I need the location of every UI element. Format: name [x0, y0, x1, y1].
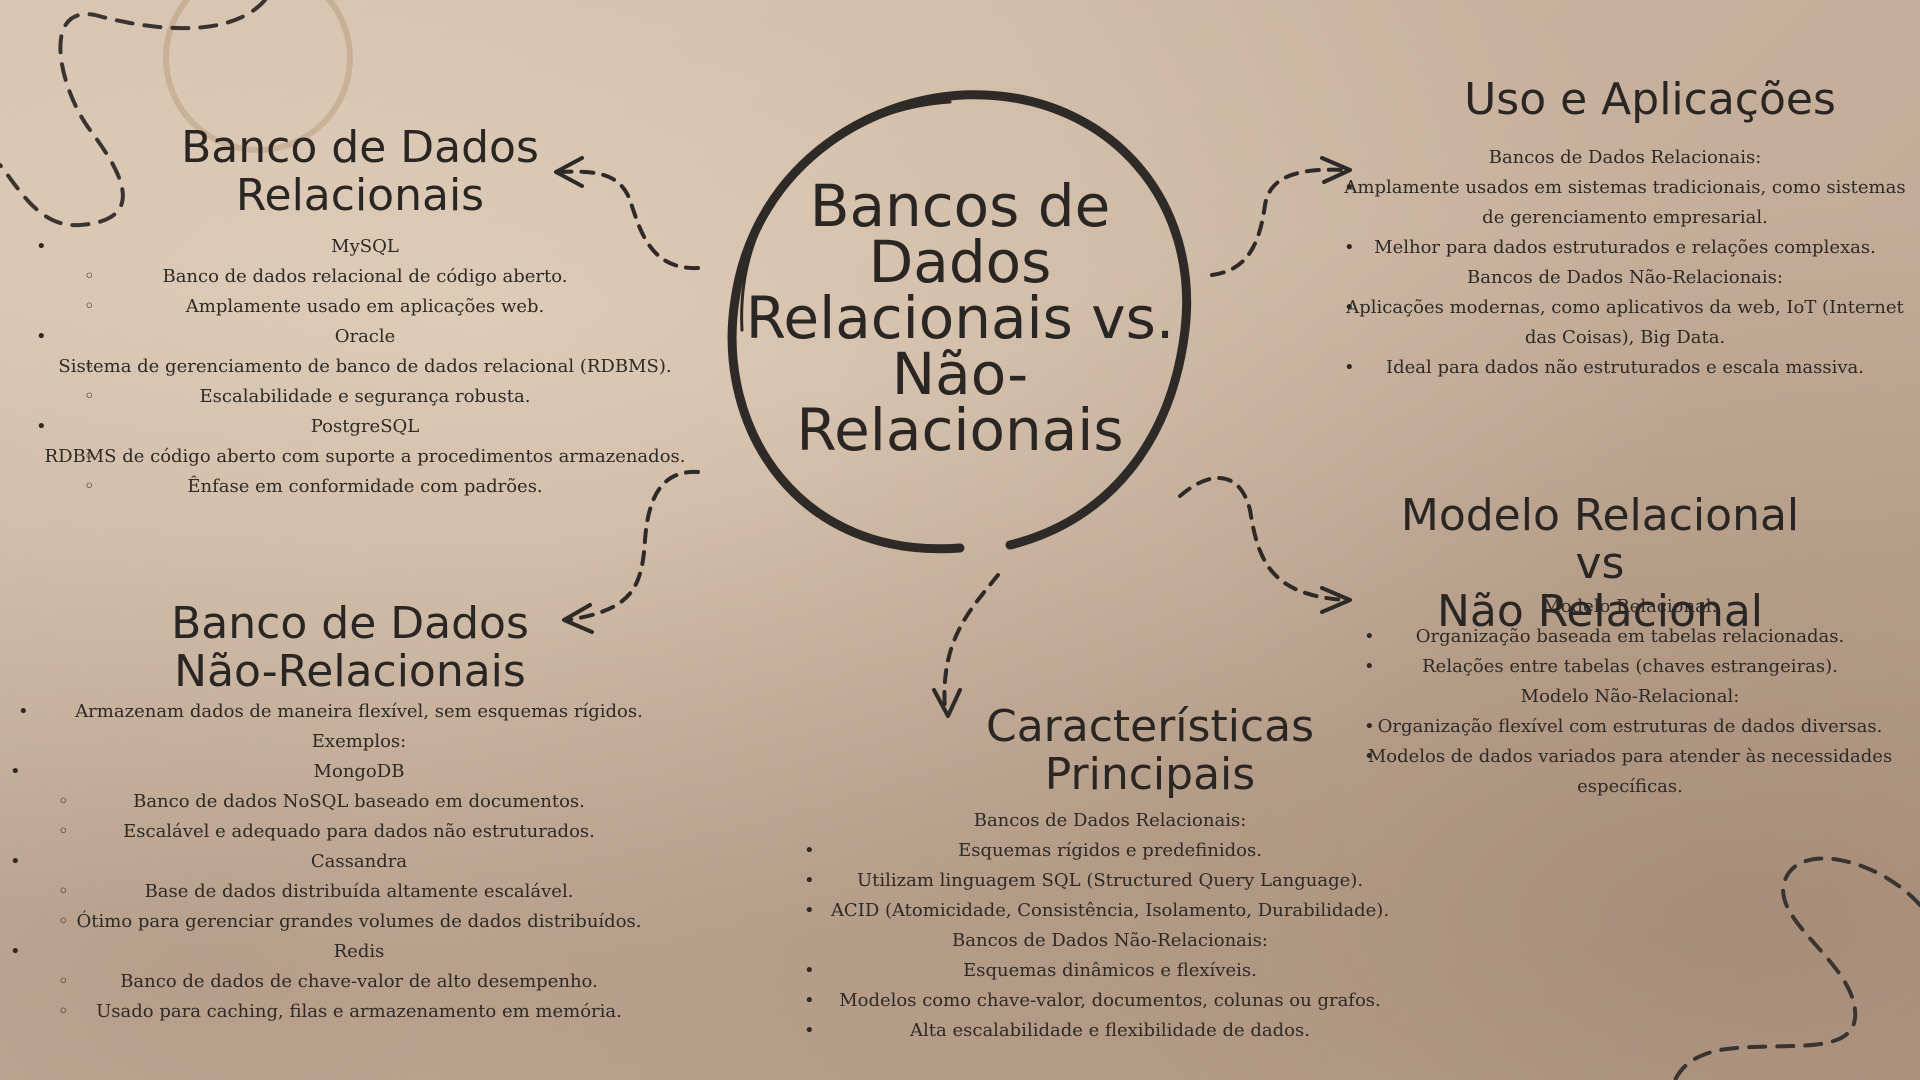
list-item: Banco de dados relacional de código aber…: [40, 262, 690, 292]
list-item: Esquemas rígidos e predefinidos.: [800, 836, 1420, 866]
center-circle-ring: [727, 90, 1191, 554]
uses-list: Bancos de Dados Relacionais: Amplamente u…: [1340, 143, 1910, 383]
relational-list: MySQLBanco de dados relacional de código…: [36, 232, 690, 502]
list-item: Redis: [10, 937, 704, 967]
arrow-to-uses: [1210, 167, 1347, 277]
nonrelational-section: Armazenam dados de maneira flexível, sem…: [10, 697, 704, 1027]
coffee-stain: [163, 0, 353, 153]
list-item: Utilizam linguagem SQL (Structured Query…: [800, 866, 1420, 896]
list-item: Escalável e adequado para dados não estr…: [14, 817, 704, 847]
list-item: Bancos de Dados Não-Relacionais:: [952, 930, 1268, 951]
decorative-dashed-swirl-bottom-right: [1673, 856, 1920, 1080]
list-item: Cassandra: [10, 847, 704, 877]
arrow-to-characteristics: [942, 573, 1000, 712]
arrowhead-model: [1320, 586, 1352, 614]
uses-section: Bancos de Dados Relacionais: Amplamente u…: [1340, 143, 1910, 383]
list-item: Alta escalabilidade e flexibilidade de d…: [800, 1016, 1420, 1046]
model-section: Modelo Relacional: Organização baseada em…: [1360, 592, 1900, 802]
list-item: Banco de dados de chave-valor de alto de…: [14, 967, 704, 997]
arrowhead-characteristics: [932, 688, 962, 718]
uses-heading: Uso e Aplicações: [1464, 74, 1836, 125]
list-item: Escalabilidade e segurança robusta.: [40, 382, 690, 412]
list-item: Usado para caching, filas e armazenament…: [14, 997, 704, 1027]
relational-heading: Banco de Dados Relacionais: [181, 122, 539, 221]
arrowhead-uses: [1320, 156, 1352, 184]
list-item: Bancos de Dados Não-Relacionais:: [1467, 267, 1783, 288]
nonrelational-list: Armazenam dados de maneira flexível, sem…: [10, 697, 704, 1027]
list-item: Base de dados distribuída altamente esca…: [14, 877, 704, 907]
list-item: Aplicações modernas, como aplicativos da…: [1340, 293, 1910, 353]
center-circle-ring-inner: [740, 100, 952, 332]
list-item: Esquemas dinâmicos e flexíveis.: [800, 956, 1420, 986]
list-item: Bancos de Dados Relacionais:: [1488, 147, 1762, 168]
arrowhead-nonrelational: [562, 603, 594, 634]
list-item: Sistema de gerenciamento de banco de dad…: [40, 352, 690, 382]
list-item: Oracle: [36, 322, 690, 352]
list-item: Bancos de Dados Relacionais:: [973, 810, 1247, 831]
list-item: Modelo Relacional:: [1542, 596, 1718, 617]
relational-section: MySQLBanco de dados relacional de código…: [36, 232, 690, 502]
list-item: Organização flexível com estruturas de d…: [1360, 712, 1900, 742]
decorative-dashed-swirl-top-left: [0, 0, 267, 228]
model-list: Modelo Relacional: Organização baseada em…: [1360, 592, 1900, 802]
list-item: Ótimo para gerenciar grandes volumes de …: [14, 907, 704, 937]
arrowhead-relational: [554, 156, 584, 188]
nonrelational-heading: Banco de Dados Não-Relacionais: [171, 598, 529, 697]
list-item: Modelo Não-Relacional:: [1520, 686, 1740, 707]
list-item: Modelos de dados variados para atender à…: [1360, 742, 1900, 802]
list-item: Modelos como chave-valor, documentos, co…: [800, 986, 1420, 1016]
list-item: MongoDB: [10, 757, 704, 787]
list-item: RDBMS de código aberto com suporte a pro…: [40, 442, 690, 472]
list-item: ACID (Atomicidade, Consistência, Isolame…: [800, 896, 1420, 926]
list-item: Amplamente usados em sistemas tradiciona…: [1340, 173, 1910, 233]
center-title: Bancos de Dados Relacionais vs. Não-Rela…: [745, 172, 1175, 464]
list-item: Relações entre tabelas (chaves estrangei…: [1360, 652, 1900, 682]
characteristics-section: Bancos de Dados Relacionais: Esquemas ríg…: [800, 806, 1420, 1046]
list-item: Exemplos:: [311, 731, 407, 752]
list-item: PostgreSQL: [36, 412, 690, 442]
list-item: Armazenam dados de maneira flexível, sem…: [14, 697, 704, 727]
list-item: Melhor para dados estruturados e relaçõe…: [1340, 233, 1910, 263]
characteristics-list: Bancos de Dados Relacionais: Esquemas ríg…: [800, 806, 1420, 1046]
list-item: Banco de dados NoSQL baseado em document…: [14, 787, 704, 817]
list-item: MySQL: [36, 232, 690, 262]
list-item: Ideal para dados não estruturados e esca…: [1340, 353, 1910, 383]
arrow-to-model: [1178, 475, 1347, 602]
list-item: Amplamente usado em aplicações web.: [40, 292, 690, 322]
list-item: Ênfase em conformidade com padrões.: [40, 472, 690, 502]
list-item: Organização baseada em tabelas relaciona…: [1360, 622, 1900, 652]
characteristics-heading: Características Principais: [985, 701, 1315, 800]
